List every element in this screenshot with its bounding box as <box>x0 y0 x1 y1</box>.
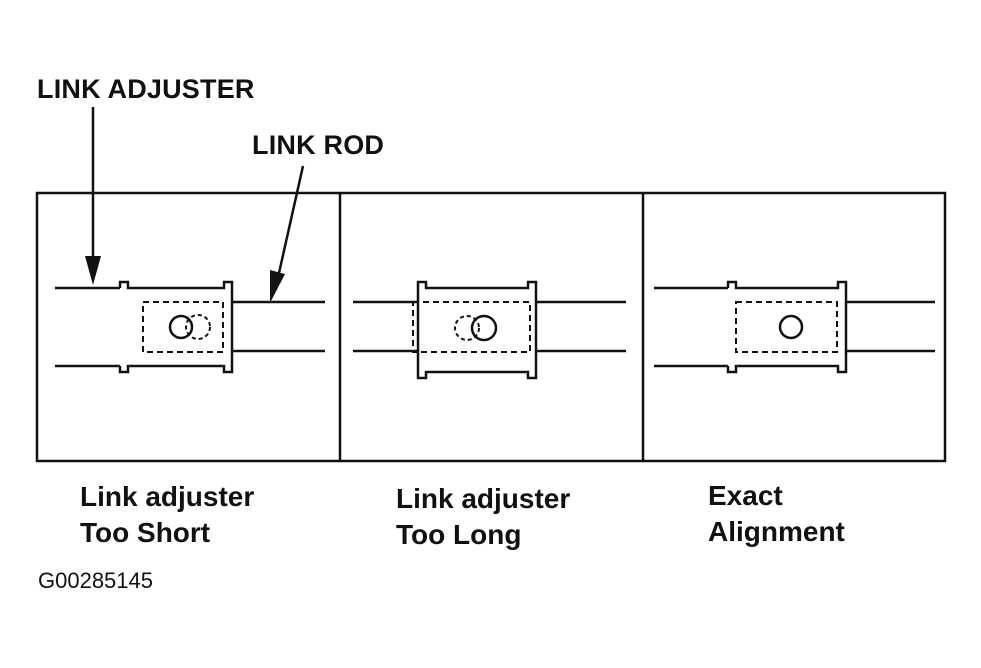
callout-link-rod: LINK ROD <box>252 130 385 160</box>
panel-too-short <box>55 280 325 374</box>
arrow-link-adjuster <box>85 107 101 285</box>
callout-link-adjuster: LINK ADJUSTER <box>37 74 255 104</box>
arrow-link-rod <box>270 165 305 303</box>
caption-panel-3-line-2: Alignment <box>708 516 845 547</box>
caption-panel-2-line-1: Link adjuster <box>396 483 571 514</box>
caption-panel-3-line-1: Exact <box>708 480 783 511</box>
panel-too-long <box>353 280 626 380</box>
panel-exact-alignment <box>654 280 935 374</box>
figure-code: G00285145 <box>38 568 153 593</box>
caption-panel-2-line-2: Too Long <box>396 519 522 550</box>
caption-panel-1-line-2: Too Short <box>80 517 211 548</box>
caption-panel-1-line-1: Link adjuster <box>80 481 255 512</box>
diagram-frame <box>35 191 947 463</box>
